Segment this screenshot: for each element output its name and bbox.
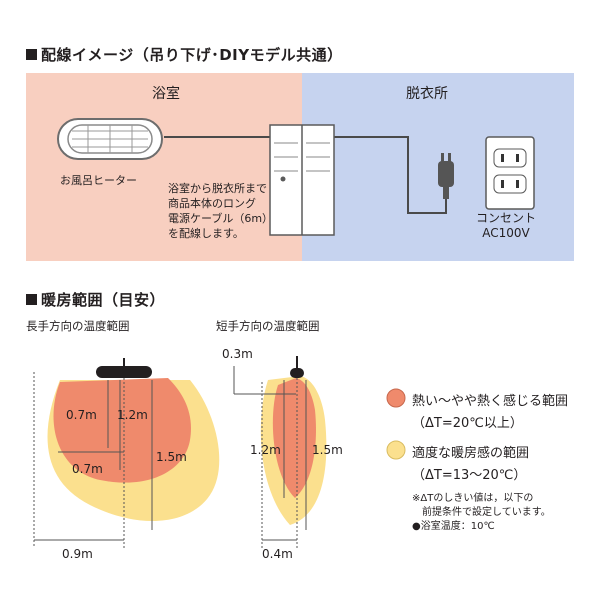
long-outer-width-label: 0.9m: [62, 547, 93, 561]
long-inner-height-label: 0.7m: [66, 408, 97, 422]
long-outer-height-label: 1.5m: [156, 450, 187, 464]
short-mid-height-label: 1.2m: [250, 443, 281, 457]
warm-legend-range: （ΔT=13～20℃）: [412, 468, 527, 483]
heater-body-short-icon: [290, 368, 304, 378]
hot-legend-range: （ΔT=20℃以上）: [412, 416, 523, 431]
warm-legend-swatch: [386, 440, 406, 460]
cable-note: 浴室から脱衣所まで 商品本体のロング 電源ケーブル（6m） を配線します。: [168, 182, 274, 240]
long-mid-height-label: 1.2m: [117, 408, 148, 422]
hot-legend-swatch: [386, 388, 406, 408]
long-direction-diagram: [33, 358, 220, 548]
hot-zone-long: [53, 378, 191, 483]
heater-icon: [57, 118, 163, 160]
square-bullet-icon: [26, 294, 37, 305]
short-outer-height-label: 1.5m: [312, 443, 343, 457]
heater-body-long-icon: [96, 366, 152, 378]
short-direction-caption: 短手方向の温度範囲: [216, 319, 320, 333]
bathroom-area: [26, 73, 302, 261]
threshold-note: ※ΔTのしきい値は，以下の 前提条件で設定しています。 ●浴室温度：10℃: [412, 493, 551, 532]
outlet-icon: [485, 136, 535, 210]
hot-legend-label: 熱い～やや熱く感じる範囲: [412, 394, 569, 409]
wiring-diagram: 浴室 脱衣所: [26, 73, 574, 261]
wiring-illustration: [57, 118, 535, 236]
heating-section-title: 暖房範囲（目安）: [26, 289, 165, 310]
short-direction-diagram: [233, 356, 327, 548]
long-inner-width-label: 0.7m: [72, 462, 103, 476]
short-outer-width-label: 0.4m: [262, 547, 293, 561]
heater-label: お風呂ヒーター: [60, 174, 137, 187]
door-icon: [269, 124, 335, 236]
plug-icon: [438, 153, 454, 199]
wiring-section-title: 配線イメージ（吊り下げ･DIYモデル共通）: [26, 44, 343, 65]
short-top-offset-label: 0.3m: [222, 347, 253, 361]
warm-legend-label: 適度な暖房感の範囲: [412, 446, 530, 461]
dressing-room-label: 脱衣所: [406, 86, 448, 102]
outlet-label: コンセント AC100V: [476, 211, 537, 240]
long-direction-caption: 長手方向の温度範囲: [26, 319, 130, 333]
bathroom-label: 浴室: [152, 86, 180, 102]
square-bullet-icon: [26, 49, 37, 60]
